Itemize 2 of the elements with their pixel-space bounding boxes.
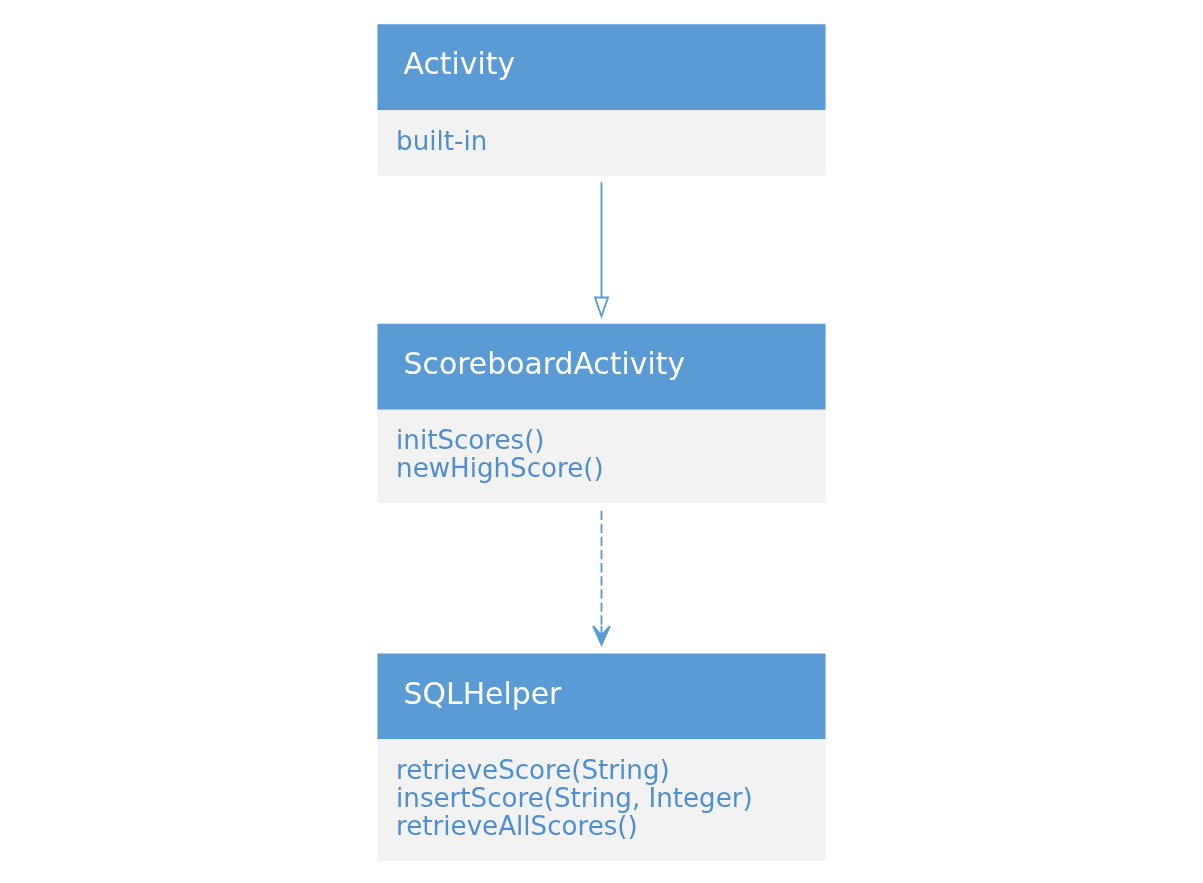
arrow bbox=[593, 181, 610, 320]
arrow bbox=[592, 509, 611, 646]
